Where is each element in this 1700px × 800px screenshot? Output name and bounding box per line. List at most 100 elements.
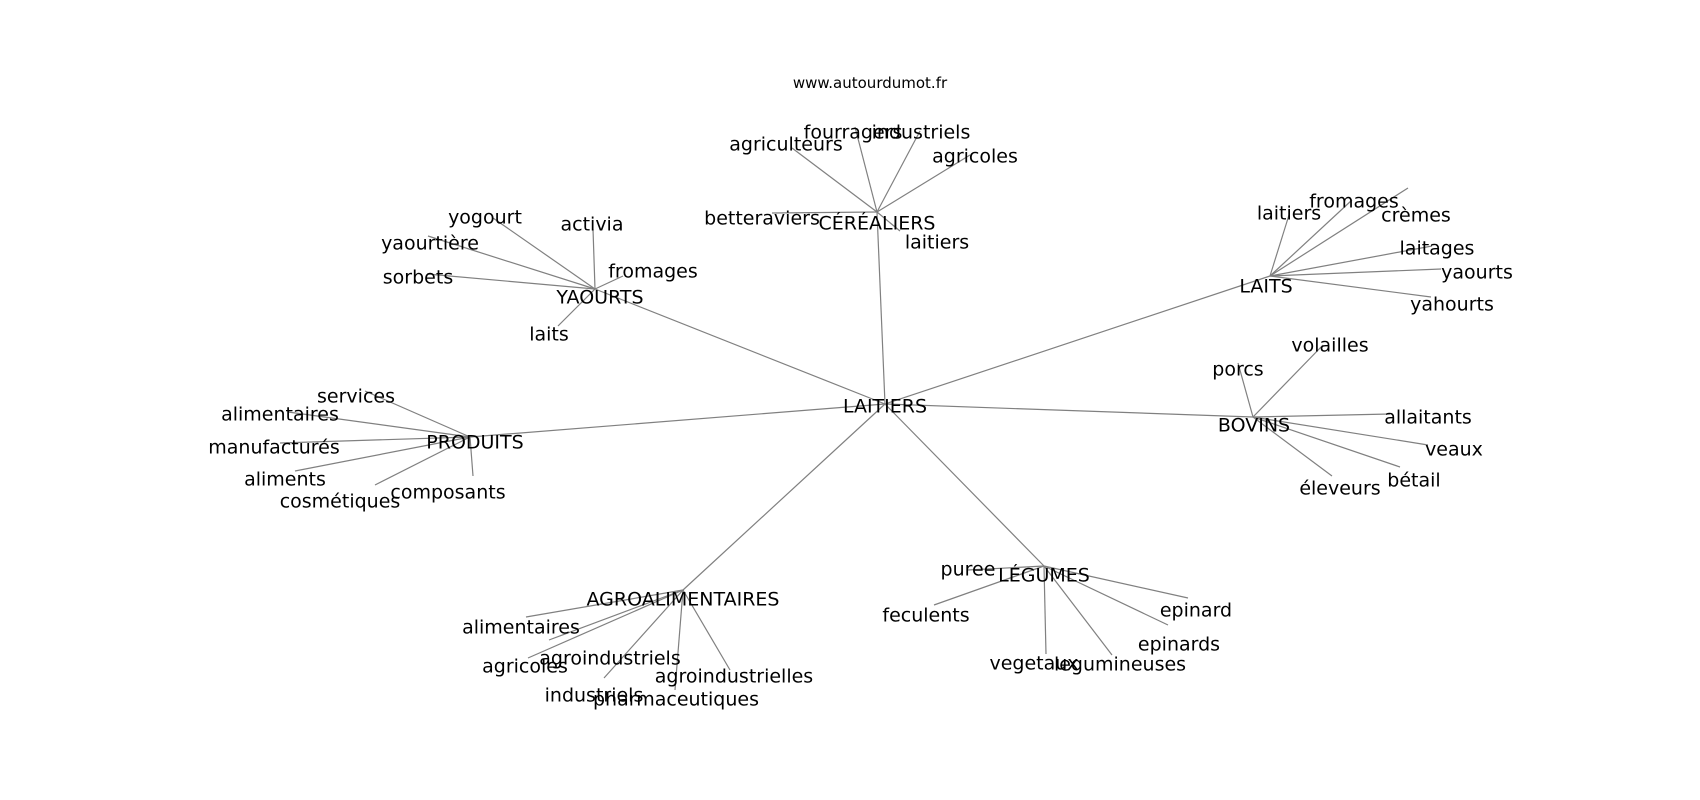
term-node-label: puree [941, 559, 996, 581]
edge-hub-to-term [427, 235, 596, 290]
term-node-label: yaourtière [381, 233, 479, 255]
term-node-label: agricoles [482, 656, 568, 678]
edge-hub-to-term [1269, 214, 1290, 277]
term-node-label: alimentaires [221, 404, 339, 426]
term-node-label: legumineuses [1054, 654, 1186, 676]
term-node-label: agroindustriels [539, 648, 680, 670]
term-node-label: fromages [1309, 191, 1399, 213]
edge-hub-to-term [1269, 199, 1353, 277]
edge-center-to-hub [876, 211, 886, 405]
hub-node-label: AGROALIMENTAIRES [586, 589, 779, 611]
term-node-label: epinard [1160, 600, 1232, 622]
hub-node-label: BOVINS [1218, 415, 1290, 437]
edge-hub-to-term [1269, 187, 1409, 277]
edge-hub-to-term [294, 436, 471, 472]
edge-hub-to-term [492, 217, 596, 290]
edge-hub-to-term [1252, 416, 1429, 446]
term-node-label: veaux [1425, 439, 1483, 461]
edge-hub-to-term [1043, 565, 1169, 626]
term-node-label: volailles [1291, 335, 1368, 357]
edge-hub-to-term [557, 288, 596, 327]
edge-hub-to-term [682, 589, 731, 671]
term-node-label: agroindustrielles [655, 666, 813, 688]
edge-center-to-hub [884, 403, 1045, 567]
edge-hub-to-term [525, 589, 684, 618]
watermark: www.autourdumot.fr [793, 74, 948, 92]
edge-hub-to-term [592, 228, 596, 290]
edge-hub-to-term [876, 154, 971, 213]
term-node-label: yaourts [1441, 262, 1513, 284]
hub-node-label: LAITS [1239, 276, 1292, 298]
edge-hub-to-term [876, 130, 921, 213]
edge-hub-to-term [1252, 413, 1391, 418]
edge-center-to-hub [884, 275, 1271, 405]
edge-hub-to-term [603, 589, 684, 679]
edge-center-to-hub [594, 288, 886, 405]
term-node-label: yogourt [448, 207, 522, 229]
edge-hub-to-term [1237, 362, 1254, 418]
edge-hub-to-term [674, 589, 684, 691]
edge-hub-to-term [374, 436, 471, 486]
edge-hub-to-term [1252, 416, 1401, 468]
edge-hub-to-term [469, 436, 474, 477]
edge-center-to-hub [469, 403, 886, 438]
term-node-label: cosmétiques [280, 491, 401, 513]
term-node-label: porcs [1212, 359, 1263, 381]
edge-hub-to-term [1269, 268, 1442, 277]
term-node-label: laitiers [905, 232, 969, 254]
term-node-label: composants [390, 482, 505, 504]
term-node-label: services [317, 386, 395, 408]
edge-hub-to-term [527, 589, 684, 659]
edge-hub-to-term [426, 273, 596, 290]
center-node-label: LAITIERS [843, 396, 927, 418]
term-node-label: manufacturés [208, 437, 340, 459]
term-node-label: sorbets [383, 267, 453, 289]
term-node-label: fromages [608, 261, 698, 283]
edges [279, 126, 1442, 691]
term-node-label: betteraviers [704, 208, 820, 230]
edge-hub-to-term [791, 147, 878, 213]
term-node-label: laitages [1400, 238, 1475, 260]
term-node-label: laitiers [1257, 203, 1321, 225]
edge-hub-to-term [967, 565, 1045, 571]
term-node-label: pharmaceutiques [593, 689, 759, 711]
hub-node-label: CÉRÉALIERS [819, 212, 936, 235]
term-node-label: éleveurs [1299, 478, 1380, 500]
term-node-label: agriculteurs [729, 134, 842, 156]
hub-node-label: LÉGUMES [998, 564, 1090, 587]
edge-hub-to-term [933, 565, 1045, 606]
term-node-label: feculents [882, 605, 969, 627]
edge-hub-to-term [287, 411, 471, 438]
edge-hub-to-term [876, 211, 901, 232]
term-node-label: allaitants [1384, 407, 1472, 429]
term-node-label: industriels [872, 122, 971, 144]
edge-hub-to-term [548, 589, 684, 641]
edge-hub-to-term [594, 275, 624, 290]
term-node-label: bétail [1387, 470, 1440, 492]
edge-hub-to-term [1252, 344, 1324, 418]
edge-hub-to-term [279, 436, 471, 444]
edge-hub-to-term [1269, 275, 1432, 298]
term-node-label: aliments [244, 469, 326, 491]
term-node-label: vegetaux [989, 653, 1078, 675]
term-node-label: agricoles [932, 146, 1018, 168]
hub-node-label: YAOURTS [555, 287, 643, 309]
term-node-label: fourragers [804, 122, 903, 144]
edge-hub-to-term [1043, 565, 1113, 656]
edge-hub-to-term [364, 390, 471, 438]
edge-center-to-hub [884, 403, 1254, 418]
hub-node-label: PRODUITS [426, 432, 523, 454]
term-node-label: laits [529, 324, 569, 346]
edge-hub-to-term [1252, 416, 1333, 477]
term-node-label: epinards [1138, 634, 1220, 656]
term-node-label: yahourts [1410, 294, 1494, 316]
edge-hub-to-term [1269, 245, 1433, 277]
edge-hub-to-term [771, 211, 878, 214]
edge-hub-to-term [854, 126, 878, 213]
term-node-label: alimentaires [462, 617, 580, 639]
edge-center-to-hub [682, 403, 886, 591]
edge-hub-to-term [1043, 565, 1047, 655]
edge-hub-to-term [1043, 565, 1189, 599]
term-node-label: industriels [545, 685, 644, 707]
